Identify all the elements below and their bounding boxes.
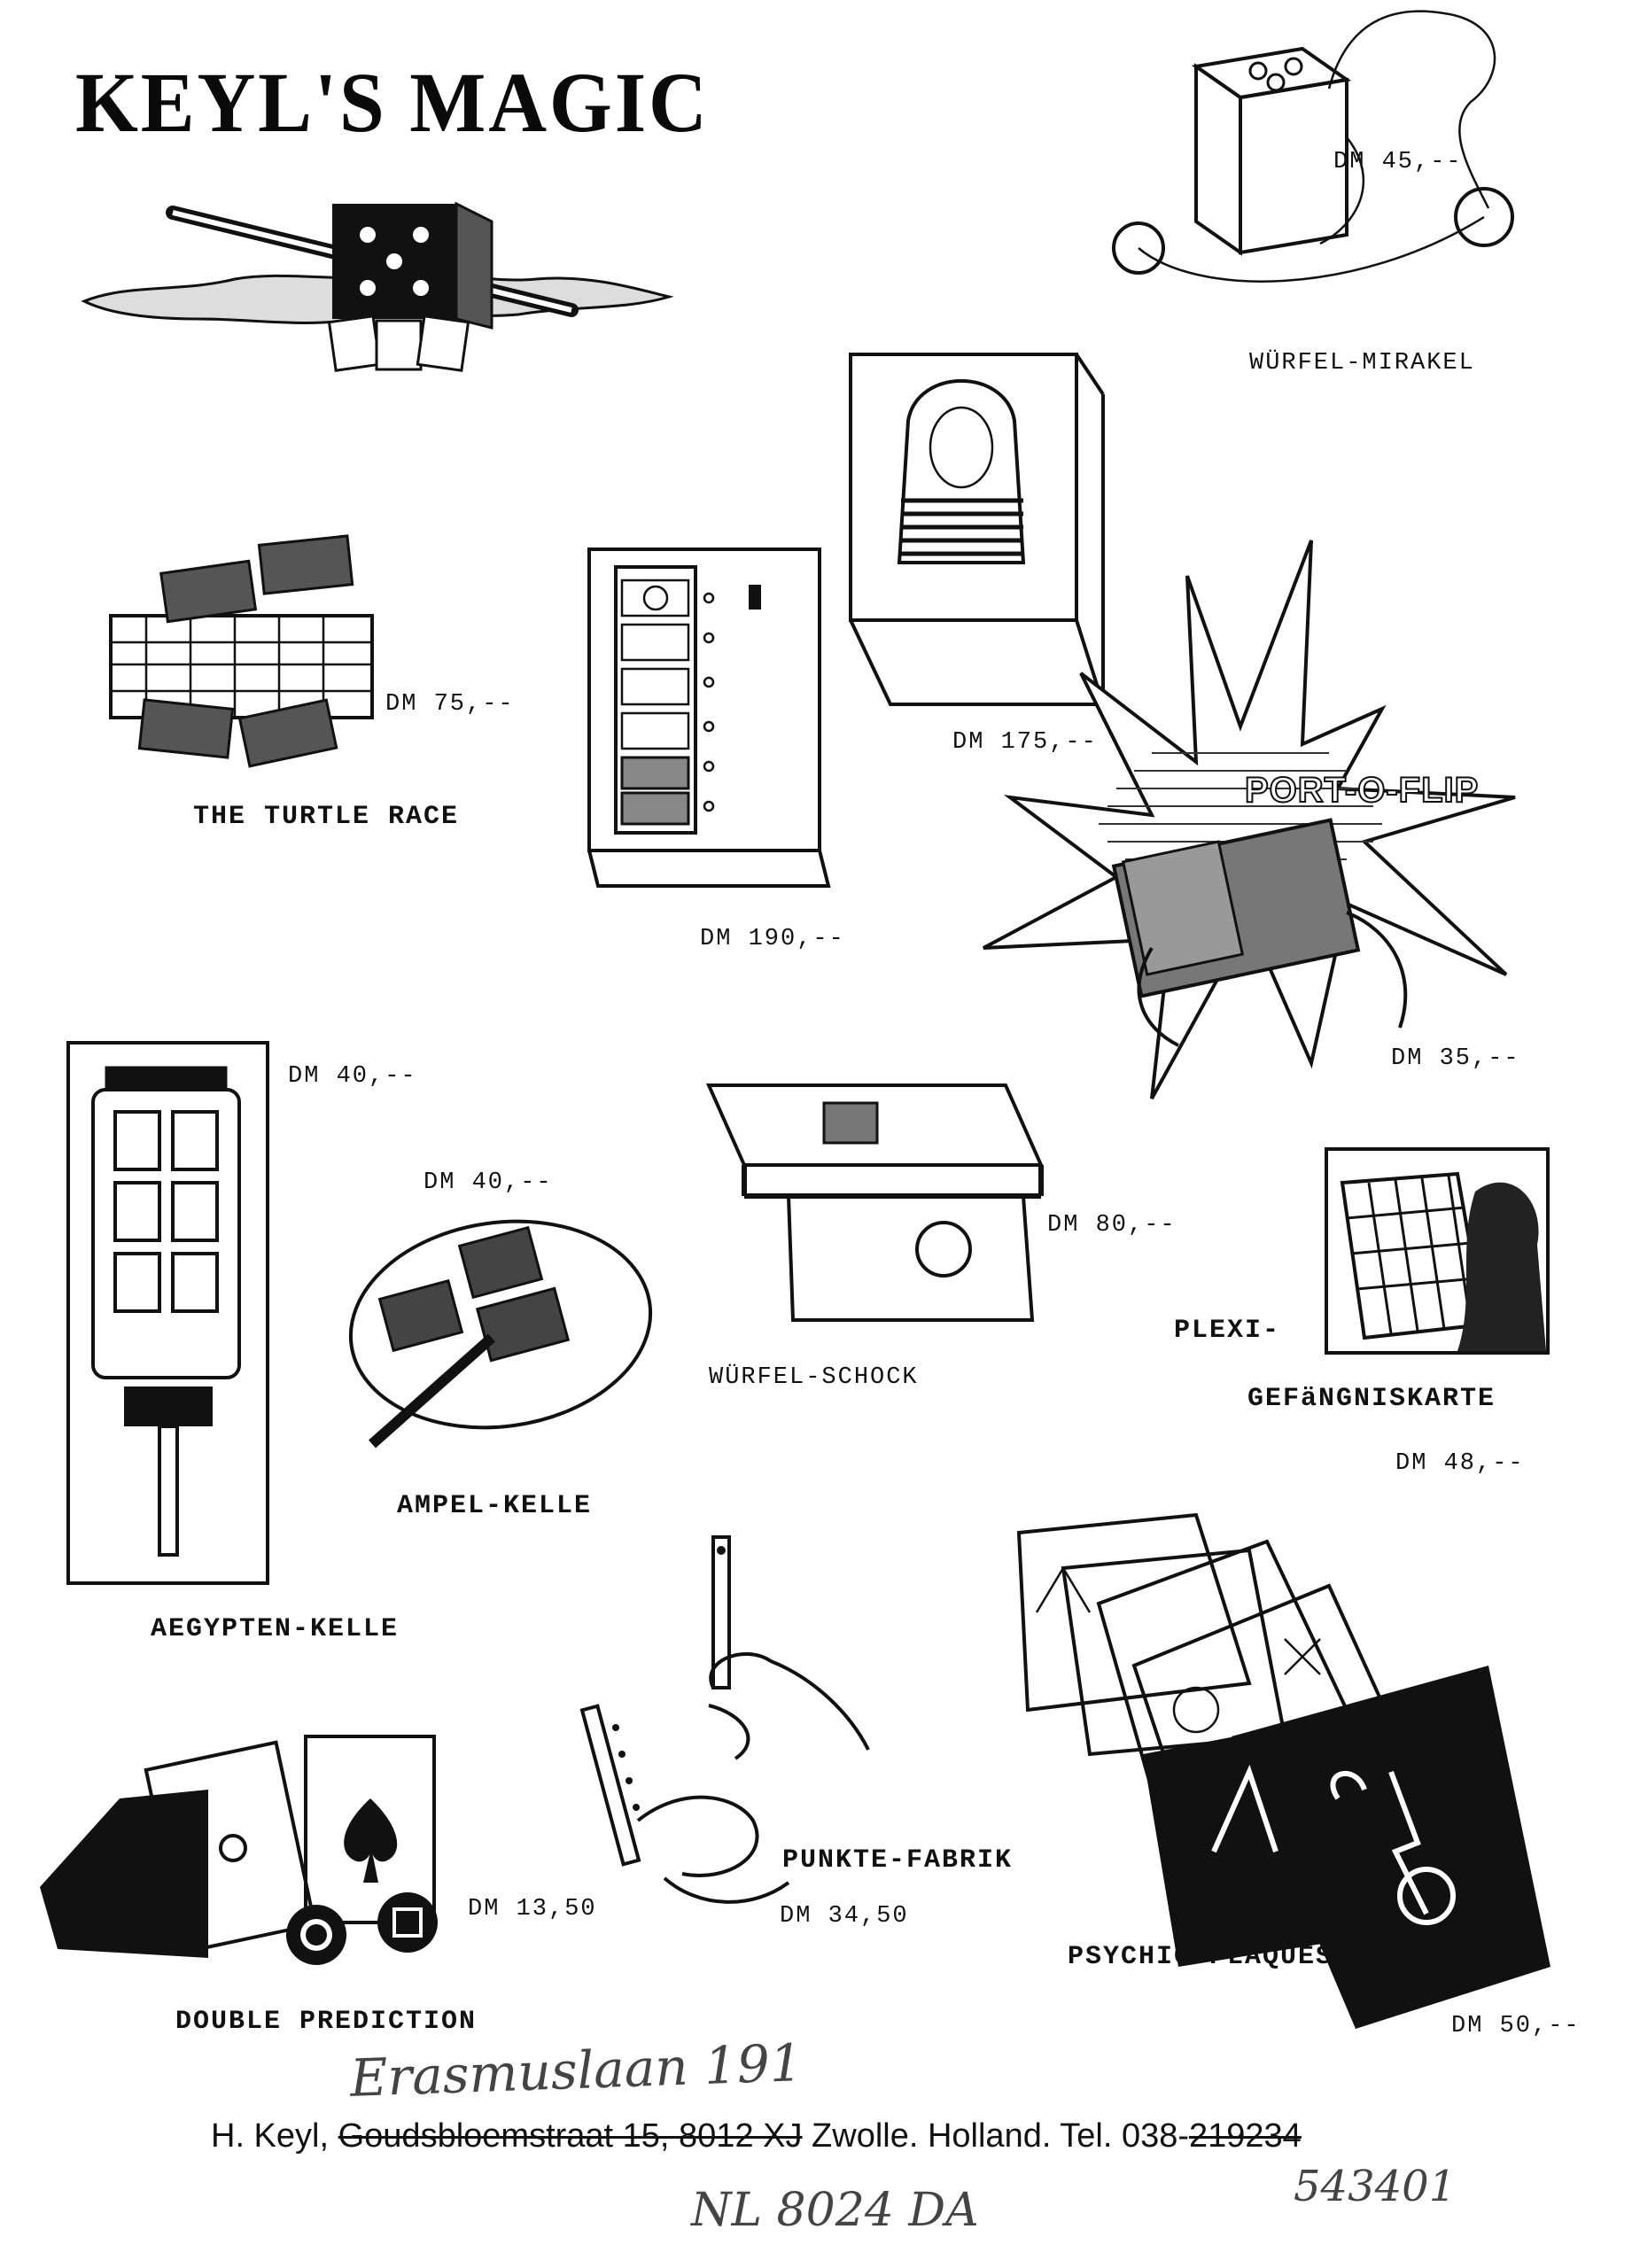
price-label: DM 40,-- [424,1169,553,1196]
punkte-fabrik-illustration [579,1535,870,1904]
handwritten-new-postcode: NL 8024 DA [691,2184,979,2237]
turtle-race-illustration [109,534,374,768]
logo-die-wand-illustration [81,201,674,372]
product-name: DOUBLE PREDICTION [175,2007,478,2037]
product-name-line2: GEFäNGNISKARTE [1247,1384,1496,1414]
ampel-kelle-illustration [348,1219,653,1449]
page-title: KEYL'S MAGIC [75,55,710,150]
price-label: DM 75,-- [385,691,515,718]
price-label: DM 35,-- [1391,1045,1520,1072]
price-label: DM 175,-- [952,729,1098,756]
product-name: AEGYPTEN-KELLE [151,1614,400,1644]
port-o-flip-illustration [983,540,1516,1099]
footer-name: H. Keyl, [211,2117,330,2155]
footer-city-phone: Zwolle. Holland. Tel. 038- [812,2117,1190,2155]
product-name: PUNKTE-FABRIK [782,1845,1014,1876]
wuerfel-mirakel-illustration [1112,10,1514,283]
pharaoh-box-illustration [849,353,1106,706]
product-name: AMPEL-KELLE [397,1491,593,1521]
footer-old-phone: 219234 [1189,2117,1302,2155]
product-name: WÜRFEL-SCHOCK [709,1364,919,1391]
price-label: DM 48,-- [1395,1450,1525,1477]
product-name: WÜRFEL-MIRAKEL [1249,350,1475,377]
product-name-line1: PLEXI- [1174,1316,1281,1346]
product-name: THE TURTLE RACE [193,802,460,832]
product-name: PSYCHIC PLAQUES [1068,1942,1334,1972]
aegypten-kelle-illustration [66,1041,269,1585]
psychic-plaques-illustration [1016,1512,1550,2029]
price-label: DM 80,-- [1047,1212,1177,1239]
price-label: DM 40,-- [288,1063,417,1090]
handwritten-new-phone: 543401 [1294,2162,1457,2211]
price-label: DM 50,-- [1451,2013,1581,2039]
plexi-gefaengniskarte-illustration [1325,1147,1550,1355]
handwritten-new-street: Erasmuslaan 191 [348,2032,804,2109]
price-label: DM 45,-- [1333,149,1463,175]
price-label: DM 34,50 [780,1903,909,1930]
port-o-flip-logo: PORT-O-FLIP [1244,770,1480,811]
electronic-box-illustration [587,548,831,888]
footer-old-street: Goudsbloemstraat 15, 8012 XJ [338,2117,803,2155]
price-label: DM 190,-- [700,926,845,952]
wuerfel-schock-illustration [705,1084,1045,1322]
double-prediction-illustration [40,1735,438,1965]
price-label: DM 13,50 [468,1896,597,1922]
footer-address: H. Keyl, Goudsbloemstraat 15, 8012 XJ Zw… [211,2117,1302,2155]
